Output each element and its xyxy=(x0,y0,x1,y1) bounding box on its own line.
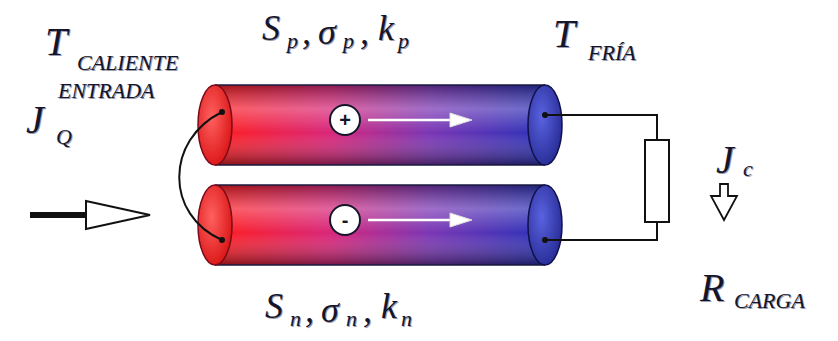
symbol-label: σ xyxy=(318,14,336,50)
subscript-label: n xyxy=(346,308,357,330)
heat-flow-arrowhead xyxy=(86,201,150,229)
carrier-arrow xyxy=(368,119,452,122)
symbol-label: J xyxy=(716,140,734,180)
symbol-label: S xyxy=(262,10,280,46)
heat-flow-arrow xyxy=(30,212,88,218)
symbol-label: k xyxy=(381,288,397,324)
symbol-label: , xyxy=(360,14,369,50)
subscript-label: Q xyxy=(56,126,72,148)
p-type-leg xyxy=(198,85,562,165)
subscript-label: ENTRADA xyxy=(58,80,155,102)
symbol-label: , xyxy=(363,292,372,328)
wire-terminal xyxy=(542,237,548,243)
cold-end-cap xyxy=(528,85,562,165)
n-type-leg xyxy=(198,185,562,265)
subscript-label: n xyxy=(401,308,412,330)
leg-body xyxy=(215,85,545,165)
wire-terminal xyxy=(219,237,225,243)
wire-terminal xyxy=(219,109,225,115)
resistor-symbol xyxy=(645,140,669,222)
subscript-label: p xyxy=(398,30,409,52)
cold-end-cap xyxy=(528,185,562,265)
subscript-label: c xyxy=(743,158,753,180)
subscript-label: CARGA xyxy=(734,290,805,312)
symbol-label: T xyxy=(45,22,67,62)
subscript-label: p xyxy=(287,30,298,52)
hot-junction-wire xyxy=(179,112,222,240)
wire-terminal xyxy=(542,112,548,118)
load-wire xyxy=(545,222,657,240)
symbol-label: R xyxy=(700,268,724,308)
carrier-arrowhead xyxy=(450,113,472,127)
subscript-label: FRÍA xyxy=(588,42,636,64)
leg-outline xyxy=(215,184,545,186)
carrier-arrowhead xyxy=(450,213,472,227)
symbol-label: J xyxy=(26,100,44,140)
carrier-arrow xyxy=(368,219,452,222)
symbol-label: , xyxy=(302,14,311,50)
symbol-label: , xyxy=(305,292,314,328)
subscript-label: CALIENTE xyxy=(77,52,178,74)
leg-shading xyxy=(215,85,545,165)
subscript-label: n xyxy=(290,308,301,330)
current-arrow xyxy=(711,184,737,220)
leg-outline xyxy=(215,84,545,86)
symbol-label: σ xyxy=(321,292,339,328)
symbol-label: k xyxy=(378,10,394,46)
symbol-label: S xyxy=(265,288,283,324)
charge-carrier-circle: + xyxy=(329,104,361,136)
symbol-label: T xyxy=(553,14,575,54)
leg-shading xyxy=(215,185,545,265)
load-wire xyxy=(545,115,657,140)
subscript-label: p xyxy=(343,30,354,52)
leg-outline xyxy=(215,264,545,266)
charge-sign: - xyxy=(342,210,349,230)
hot-end-cap xyxy=(198,185,232,265)
charge-sign: + xyxy=(339,110,351,130)
leg-body xyxy=(215,185,545,265)
charge-carrier-circle: - xyxy=(329,204,361,236)
leg-outline xyxy=(215,164,545,166)
